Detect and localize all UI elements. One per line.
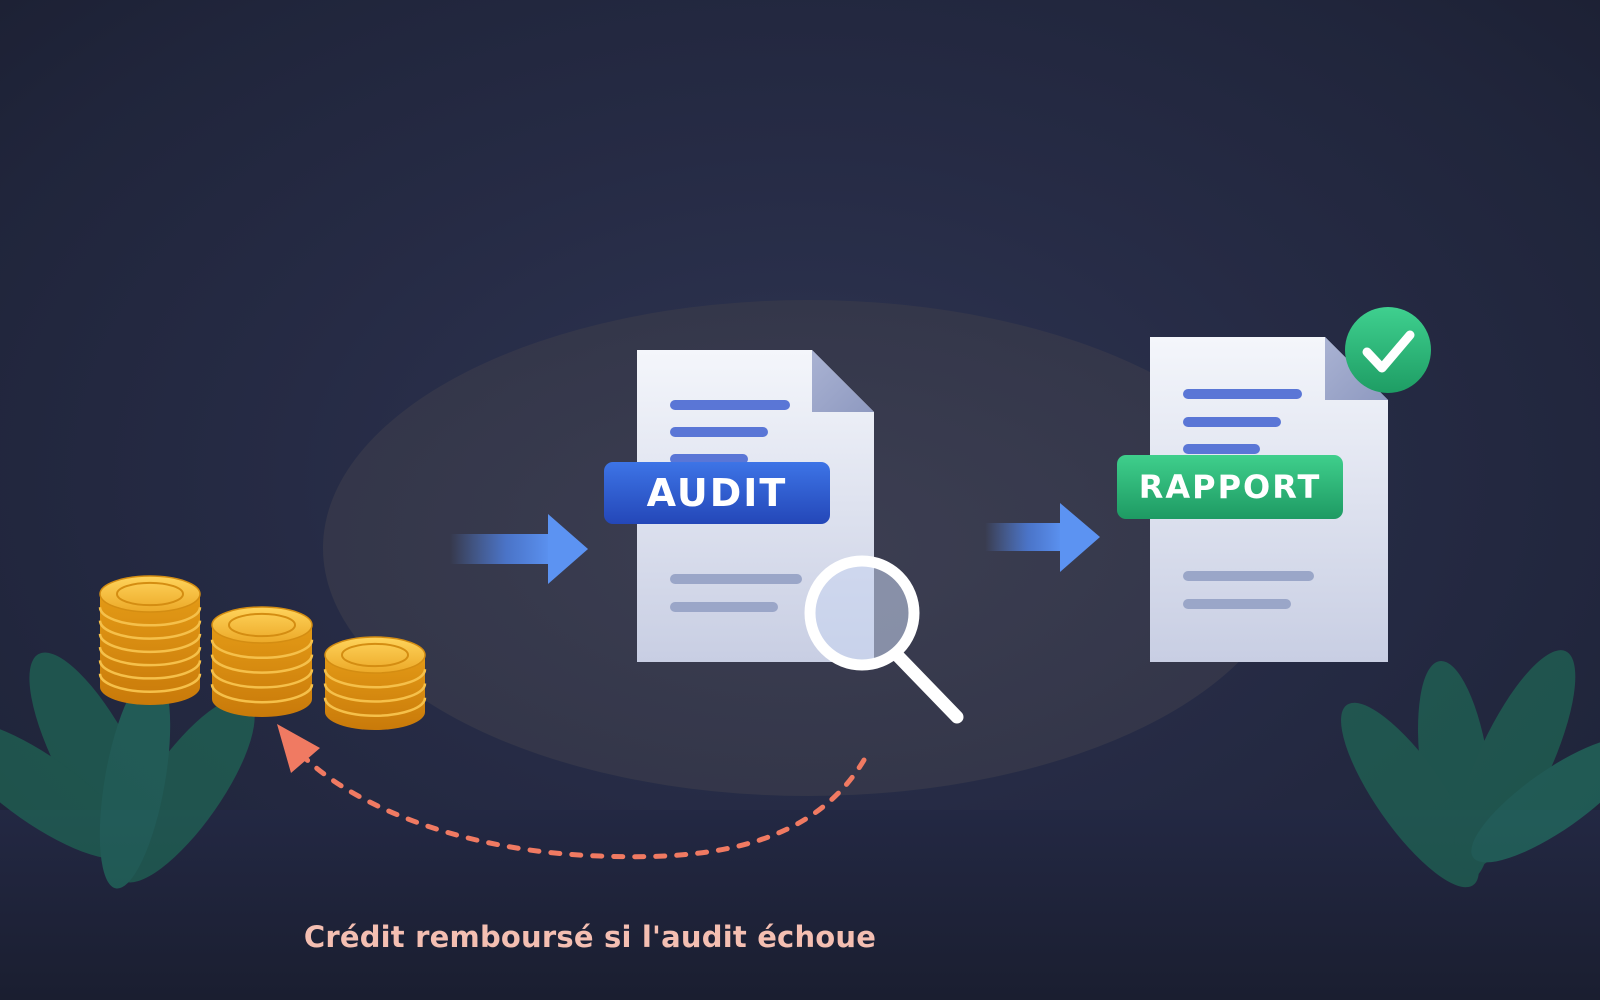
leaf-icon [0, 652, 255, 889]
leaf-icon [1341, 650, 1600, 888]
coin-stack-icon [98, 575, 427, 730]
magnifying-glass-icon [804, 555, 964, 724]
arrow-right-icon [450, 514, 588, 584]
report-document: RAPPORT [1117, 307, 1431, 662]
audit-badge: AUDIT [604, 462, 830, 524]
report-badge: RAPPORT [1117, 455, 1343, 519]
audit-label: AUDIT [647, 471, 788, 515]
floor [0, 810, 1600, 1000]
arrow-right-icon [985, 503, 1100, 572]
check-circle-icon [1345, 307, 1431, 393]
report-label: RAPPORT [1139, 468, 1322, 506]
dashed-curved-arrow-icon [277, 724, 867, 860]
audit-document: AUDIT [604, 350, 964, 724]
refund-caption: Crédit remboursé si l'audit échoue [303, 920, 877, 954]
